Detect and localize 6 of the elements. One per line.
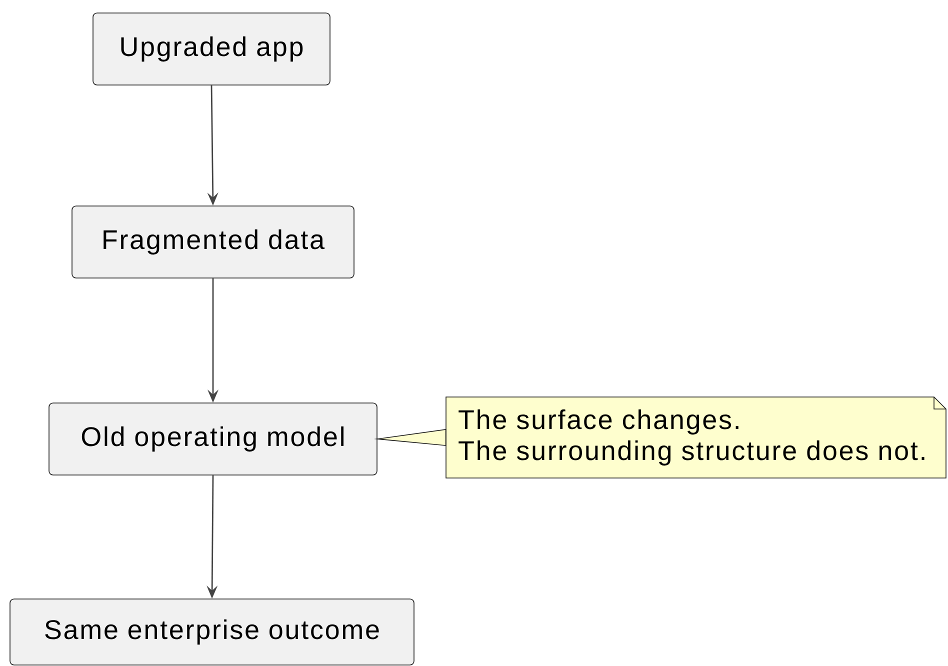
process-box: Upgraded app	[92, 12, 330, 86]
process-box: Fragmented data	[72, 206, 354, 278]
callout-pointer	[374, 429, 446, 446]
note-box: The surface changes. The surrounding structure does not.	[446, 396, 946, 478]
process-box: Same enterprise outcome	[10, 598, 414, 666]
process-box: Old operating model	[48, 402, 378, 476]
